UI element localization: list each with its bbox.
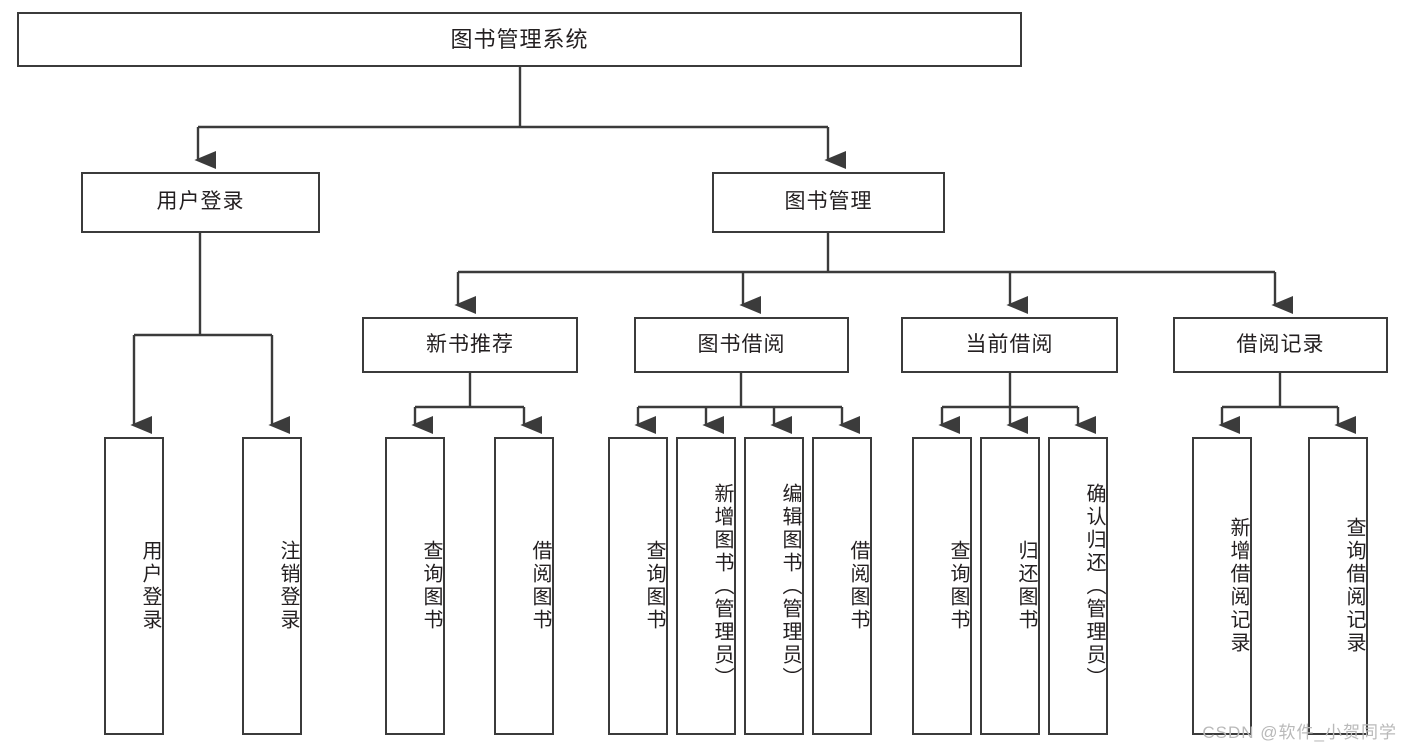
leaf-query-book-3[interactable]: 查询图书 xyxy=(912,437,972,735)
watermark: CSDN @软件_小贺同学 xyxy=(1202,723,1397,742)
node-user-login[interactable]: 用户登录 xyxy=(81,172,320,233)
leaf-add-borrow-record[interactable]: 新增借阅记录 xyxy=(1192,437,1252,735)
leaf-label: 查询图书 xyxy=(947,540,969,632)
leaf-edit-book[interactable]: 编辑图书（管理员） xyxy=(744,437,804,735)
node-current-borrow[interactable]: 当前借阅 xyxy=(901,317,1118,373)
node-borrow-record[interactable]: 借阅记录 xyxy=(1173,317,1388,373)
leaf-label: 查询图书 xyxy=(643,540,665,632)
leaf-query-book-2[interactable]: 查询图书 xyxy=(608,437,668,735)
leaf-label: 确认归还（管理员） xyxy=(1083,482,1105,690)
node-book-borrow[interactable]: 图书借阅 xyxy=(634,317,849,373)
leaf-label: 新增借阅记录 xyxy=(1227,517,1249,655)
node-root-system[interactable]: 图书管理系统 xyxy=(17,12,1022,67)
leaf-borrow-book-2[interactable]: 借阅图书 xyxy=(812,437,872,735)
leaf-label: 查询借阅记录 xyxy=(1343,517,1365,655)
leaf-label: 归还图书 xyxy=(1015,540,1037,632)
leaf-logout[interactable]: 注销登录 xyxy=(242,437,302,735)
leaf-label: 编辑图书（管理员） xyxy=(779,482,801,690)
leaf-borrow-book-1[interactable]: 借阅图书 xyxy=(494,437,554,735)
leaf-label: 借阅图书 xyxy=(529,540,551,632)
leaf-add-book[interactable]: 新增图书（管理员） xyxy=(676,437,736,735)
leaf-label: 用户登录 xyxy=(139,540,161,632)
node-book-manage[interactable]: 图书管理 xyxy=(712,172,945,233)
leaf-label: 新增图书（管理员） xyxy=(711,482,733,690)
leaf-label: 借阅图书 xyxy=(847,540,869,632)
leaf-label: 注销登录 xyxy=(277,540,299,632)
leaf-confirm-return[interactable]: 确认归还（管理员） xyxy=(1048,437,1108,735)
leaf-return-book[interactable]: 归还图书 xyxy=(980,437,1040,735)
leaf-label: 查询图书 xyxy=(420,540,442,632)
node-new-book-recommend[interactable]: 新书推荐 xyxy=(362,317,578,373)
leaf-query-borrow-record[interactable]: 查询借阅记录 xyxy=(1308,437,1368,735)
leaf-user-login[interactable]: 用户登录 xyxy=(104,437,164,735)
leaf-query-book-1[interactable]: 查询图书 xyxy=(385,437,445,735)
